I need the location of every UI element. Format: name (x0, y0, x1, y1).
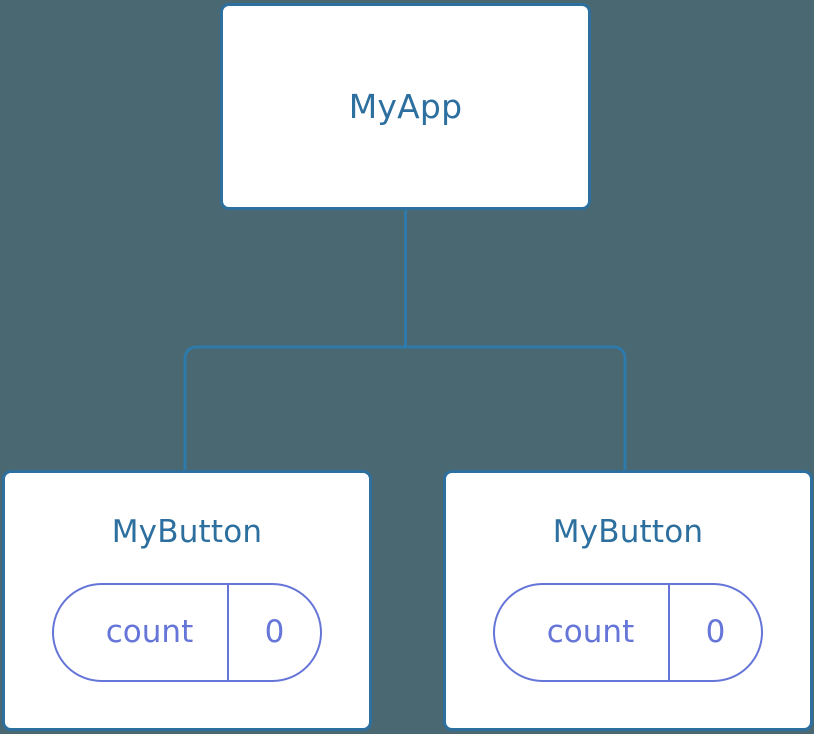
state-badge[interactable]: count 0 (493, 583, 763, 682)
component-node-title: MyButton (552, 514, 704, 550)
state-value: 0 (264, 614, 285, 650)
component-node-mybutton-1[interactable]: MyButton count 0 (2, 470, 372, 731)
state-key: count (54, 585, 229, 680)
connector-branch-left (183, 345, 406, 470)
state-badge[interactable]: count 0 (52, 583, 322, 682)
component-node-title: MyApp (348, 87, 463, 126)
state-value: 0 (705, 614, 726, 650)
component-node-title: MyButton (111, 514, 263, 550)
component-node-mybutton-2[interactable]: MyButton count 0 (443, 470, 813, 731)
connector-branch-right (405, 345, 627, 470)
component-node-myapp[interactable]: MyApp (220, 3, 591, 210)
state-key: count (495, 585, 670, 680)
